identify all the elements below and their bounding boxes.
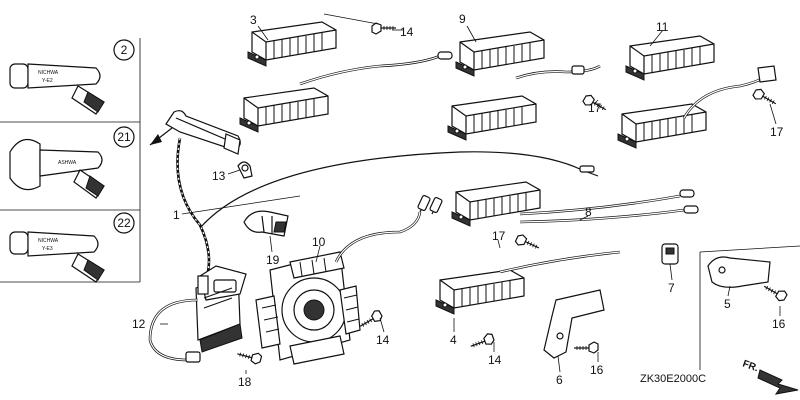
cap-21-text-1: ASHWA [58,160,77,166]
callout-17-b: 17 [770,125,784,139]
inset-panel [0,38,141,283]
callout-18: 18 [238,375,252,389]
bracket-6[interactable] [543,289,605,359]
ignition-coil[interactable] [195,265,247,353]
cap-2-text-1: NICHWA [38,70,59,76]
callout-13: 13 [212,169,226,183]
callout-11: 11 [656,20,669,34]
callout-17-c: 17 [492,229,506,243]
callout-6: 6 [556,373,563,387]
callout-2: 2 [121,43,128,57]
spark-plug-cap-assembly[interactable] [149,110,241,273]
lead-wire [199,151,583,229]
callout-12: 12 [132,317,146,331]
cap-22-text-2: Y-E3 [42,246,53,252]
callout-22: 22 [117,216,131,230]
callout-14-low: 14 [488,353,502,367]
callout-4: 4 [450,333,457,347]
callout-3: 3 [250,13,257,27]
leader-lines [160,13,781,374]
cap-2-text-2: Y-E2 [42,78,53,84]
callout-14-top: 14 [400,25,414,39]
callout-9: 9 [459,12,466,26]
callouts: 3 14 9 11 17 17 13 1 10 8 17 19 7 5 12 1… [132,12,786,389]
callout-5: 5 [724,297,731,311]
charge-coil-4[interactable] [435,250,621,315]
bracket-5-box [699,245,800,370]
cap-22-text-1: NICHWA [38,238,59,244]
bolt-16-a[interactable] [573,341,599,354]
charge-coil-9[interactable] [447,31,601,141]
bolt-18[interactable] [235,347,263,366]
bolt-14-mid[interactable] [356,308,385,332]
callout-10: 10 [312,235,326,249]
callout-1: 1 [173,208,180,222]
charge-coil-3[interactable] [239,21,453,133]
exciter-coil-8[interactable] [451,181,699,227]
diagram-code: ZK30E2000C [640,373,706,385]
bracket-5[interactable] [707,256,771,288]
callout-19: 19 [266,253,280,267]
stator[interactable] [255,251,361,365]
bolt-17-b[interactable] [751,86,779,110]
cable-clamp[interactable] [237,161,253,179]
bolt-16-b[interactable] [761,280,789,304]
charge-coil-11[interactable] [617,35,777,149]
spark-plug-cap-21[interactable]: ASHWA 21 [9,126,135,199]
bolt-14-low[interactable] [468,331,496,352]
front-label: FR. [741,358,760,374]
callout-14-mid: 14 [376,333,390,347]
callout-7: 7 [668,281,675,295]
front-direction-arrow: FR. [741,358,799,395]
callout-16-a: 16 [590,363,604,377]
bolt-17-c[interactable] [514,232,542,254]
grommet[interactable] [661,243,679,265]
callout-16-b: 16 [772,317,786,331]
spark-plug-cap-22[interactable]: NICHWA Y-E3 22 [9,212,135,283]
wire-clip[interactable] [243,210,289,237]
callout-21: 21 [117,130,131,144]
spark-plug-cap-2[interactable]: NICHWA Y-E2 2 [9,39,135,115]
callout-17-a: 17 [588,101,602,115]
callout-8: 8 [585,205,592,219]
bolt-14-top[interactable] [371,22,397,35]
